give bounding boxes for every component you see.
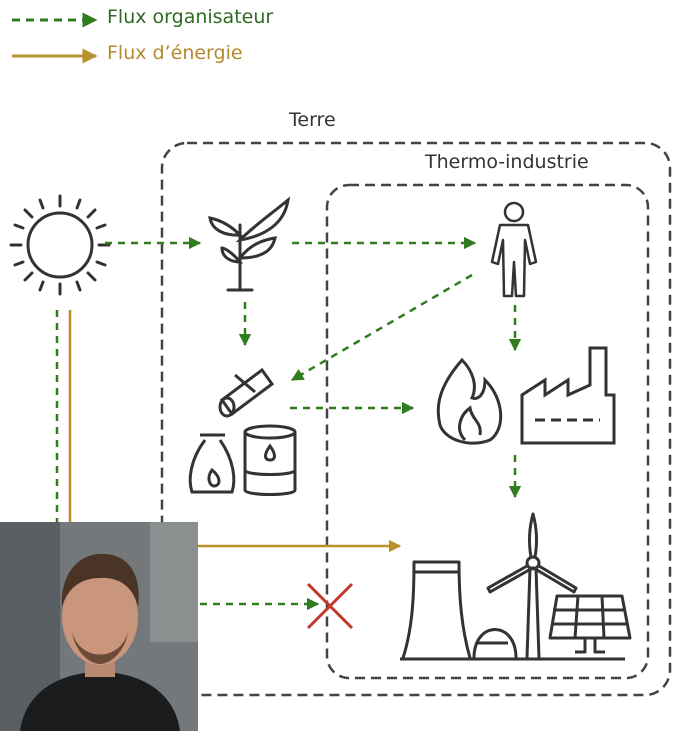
oil-barrel-icon: [243, 424, 297, 496]
garbage-bag-icon: [188, 433, 236, 494]
earth-box: [160, 141, 672, 697]
blocked-cross-icon: [306, 582, 354, 630]
human-icon: [490, 201, 538, 298]
power-plants-icon: [400, 512, 632, 661]
portrait-photo: [0, 522, 198, 731]
legend-organizer-label: Flux organisateur: [107, 6, 274, 28]
wood-logs-icon: [218, 367, 275, 418]
factory-icon: [520, 346, 616, 445]
legend-energy-label: Flux d’énergie: [107, 42, 243, 64]
earth-label: Terre: [289, 109, 336, 131]
flow-human-to-biomass: [290, 273, 473, 382]
plant-icon: [208, 196, 291, 292]
sun-icon: [9, 194, 111, 296]
thermo-industry-label: Thermo-industrie: [425, 151, 589, 173]
thermo-industry-box: [325, 183, 650, 680]
fire-icon: [436, 357, 503, 445]
